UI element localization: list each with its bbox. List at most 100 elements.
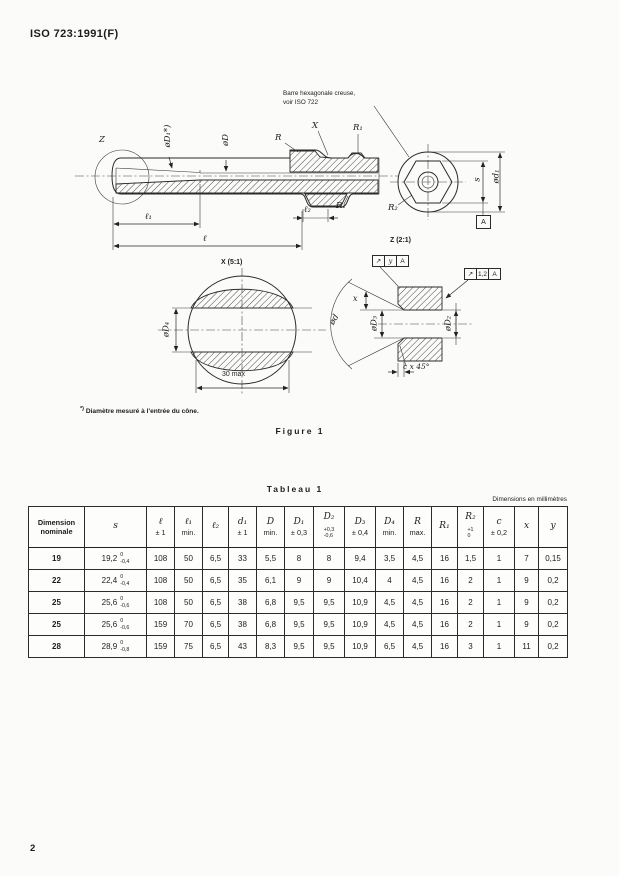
table-cell: 4,5 [403, 635, 432, 658]
table-cell: 6,8 [256, 613, 285, 636]
table-cell: 3 [457, 635, 484, 658]
detail-z-cone-view [330, 266, 472, 377]
table-cell: 9,5 [313, 613, 345, 636]
table-cell: 108 [146, 591, 175, 614]
table-cell-dimension: 22 [28, 569, 85, 592]
table-header-cell: d₁± 1 [228, 506, 257, 548]
tolerance-frame-runout-12: ↗ 1,2 A [464, 268, 502, 280]
table-header-cell: ℓ₂ [202, 506, 229, 548]
table-cell: 9,4 [344, 547, 376, 570]
table-cell: 9 [514, 591, 539, 614]
diameter-d4-label: øD₄ [161, 321, 171, 338]
depth-x-label: x [353, 294, 358, 303]
table-cell: 33 [228, 547, 257, 570]
hex-bar-callout-line2: voir ISO 722 [283, 99, 318, 106]
table-cell: 38 [228, 591, 257, 614]
hex-end-view [390, 144, 505, 220]
table-cell: 1 [483, 591, 515, 614]
table-header-cell: y [538, 506, 568, 548]
table-cell: 4 [375, 569, 404, 592]
table-cell: 6,1 [256, 569, 285, 592]
table-cell: 43 [228, 635, 257, 658]
table-cell: 16 [431, 591, 458, 614]
detail-x-view [158, 268, 326, 394]
table-cell: 11 [514, 635, 539, 658]
table-cell: 16 [431, 547, 458, 570]
diameter-d-label: øD [221, 134, 231, 146]
document-reference: ISO 723:1991(F) [30, 28, 119, 40]
footnote-mark: *) [80, 406, 84, 412]
table-cell: 6,5 [202, 591, 229, 614]
table-cell: 108 [146, 569, 175, 592]
table-cell: 9 [514, 613, 539, 636]
table-header-cell: ℓ± 1 [146, 506, 175, 548]
table-cell: 50 [174, 547, 203, 570]
table-cell: 4,5 [403, 591, 432, 614]
table-cell: 16 [431, 613, 458, 636]
table-cell: 8 [313, 547, 345, 570]
table-cell: 0,2 [538, 613, 568, 636]
table-cell: 2 [457, 569, 484, 592]
figure-caption: Figure 1 [275, 426, 325, 436]
diameter-d3-label: øD₃ [369, 315, 379, 332]
runout-icon: ↗ [467, 271, 474, 278]
length-l1-label: ℓ₁ [145, 212, 152, 222]
table-cell: 6,5 [202, 569, 229, 592]
table-cell: 6,8 [256, 591, 285, 614]
chamfer-c45-label: c x 45° [403, 362, 430, 371]
table-cell: 1 [483, 635, 515, 658]
table-cell-dimension: 19 [28, 547, 85, 570]
table-cell: 9 [313, 569, 345, 592]
table-cell: 2 [457, 591, 484, 614]
table-cell: 2 [457, 613, 484, 636]
table-cell: 4,5 [375, 591, 404, 614]
detail-x-caption: X (5:1) [221, 259, 243, 266]
table-cell: 159 [146, 635, 175, 658]
table-cell: 0,15 [538, 547, 568, 570]
table-cell: 4,5 [403, 613, 432, 636]
depth-30max-label: 30 max [222, 371, 245, 378]
table-cell: 50 [174, 569, 203, 592]
tolerance-value: y [384, 256, 396, 266]
hex-bar-callout-line1: Barre hexagonale creuse, [283, 90, 356, 97]
table-cell: 6,5 [202, 547, 229, 570]
table-header-cell: x [514, 506, 539, 548]
radius-r1-bottom-label: R₁ [336, 201, 346, 211]
table-cell: 10,9 [344, 591, 376, 614]
table-cell: 10,9 [344, 613, 376, 636]
across-flats-s-label: s [472, 177, 482, 182]
footnote-text: Diamètre mesuré à l'entrée du cône. [85, 408, 199, 416]
table-caption: Tableau 1 [266, 484, 324, 494]
radius-r-label: R [275, 133, 282, 143]
table-cell: 0,2 [538, 569, 568, 592]
table-cell: 9,5 [313, 591, 345, 614]
table-cell: 10,9 [344, 635, 376, 658]
table-header-cell: s [84, 506, 147, 548]
table-cell: 6,5 [375, 635, 404, 658]
table-cell: 1 [483, 569, 515, 592]
table-header-cell: D₁± 0,3 [284, 506, 314, 548]
radius-r2-label: R₂ [388, 203, 398, 213]
table-cell: 6,5 [202, 613, 229, 636]
table-header-cell: c± 0,2 [483, 506, 515, 548]
table-cell: 9,5 [284, 591, 314, 614]
table-cell-dimension: 25 [28, 591, 85, 614]
table-cell: 6,5 [202, 635, 229, 658]
table-cell-dimension: 25 [28, 613, 85, 636]
table-cell: 9,5 [313, 635, 345, 658]
table-cell: 9 [284, 569, 314, 592]
table-cell: 4,5 [403, 547, 432, 570]
